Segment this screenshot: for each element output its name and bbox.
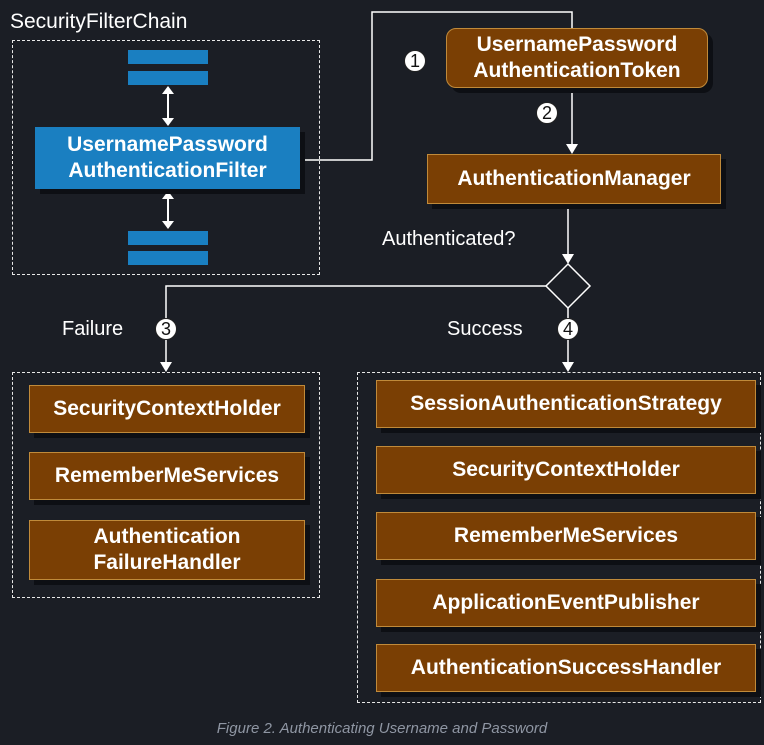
security-filter-chain-group [12, 40, 320, 275]
success-label: Success [447, 318, 523, 340]
step-4-badge: 4 [557, 318, 579, 340]
failure-remember-me-services: RememberMeServices [29, 452, 305, 500]
filter-line-2: AuthenticationFilter [68, 159, 267, 182]
failure-handler-line-1: Authentication [93, 525, 241, 548]
success-security-context-holder: SecurityContextHolder [376, 446, 756, 494]
failure-handler-line-2: FailureHandler [93, 551, 241, 574]
authentication-success-handler: AuthenticationSuccessHandler [376, 644, 756, 692]
success-group [357, 372, 761, 703]
decision-diamond [544, 262, 592, 310]
token-line-2: AuthenticationToken [473, 59, 681, 82]
filter-line-1: UsernamePassword [67, 133, 268, 156]
username-password-authentication-filter: UsernamePassword AuthenticationFilter [35, 127, 300, 189]
username-password-authentication-token: UsernamePassword AuthenticationToken [446, 28, 708, 88]
filter-bar [128, 50, 208, 64]
filter-bar [128, 71, 208, 85]
step-1-badge: 1 [404, 50, 426, 72]
authentication-failure-handler: Authentication FailureHandler [29, 520, 305, 580]
success-remember-me-services: RememberMeServices [376, 512, 756, 560]
failure-label: Failure [62, 318, 124, 340]
session-authentication-strategy: SessionAuthenticationStrategy [376, 380, 756, 428]
authenticated-question: Authenticated? [382, 228, 516, 250]
filter-bar [128, 231, 208, 245]
filter-bar [128, 251, 208, 265]
diagram-title: SecurityFilterChain [10, 10, 188, 33]
filter-to-token-line [300, 11, 573, 161]
filter-chain-arrows [162, 86, 174, 229]
step-3-badge: 3 [155, 318, 177, 340]
figure-caption: Figure 2. Authenticating Username and Pa… [216, 720, 548, 737]
step-2-badge: 2 [536, 102, 558, 124]
failure-group [12, 372, 320, 598]
application-event-publisher: ApplicationEventPublisher [376, 579, 756, 627]
failure-security-context-holder: SecurityContextHolder [29, 385, 305, 433]
authentication-manager: AuthenticationManager [427, 154, 721, 204]
token-line-1: UsernamePassword [476, 33, 678, 56]
